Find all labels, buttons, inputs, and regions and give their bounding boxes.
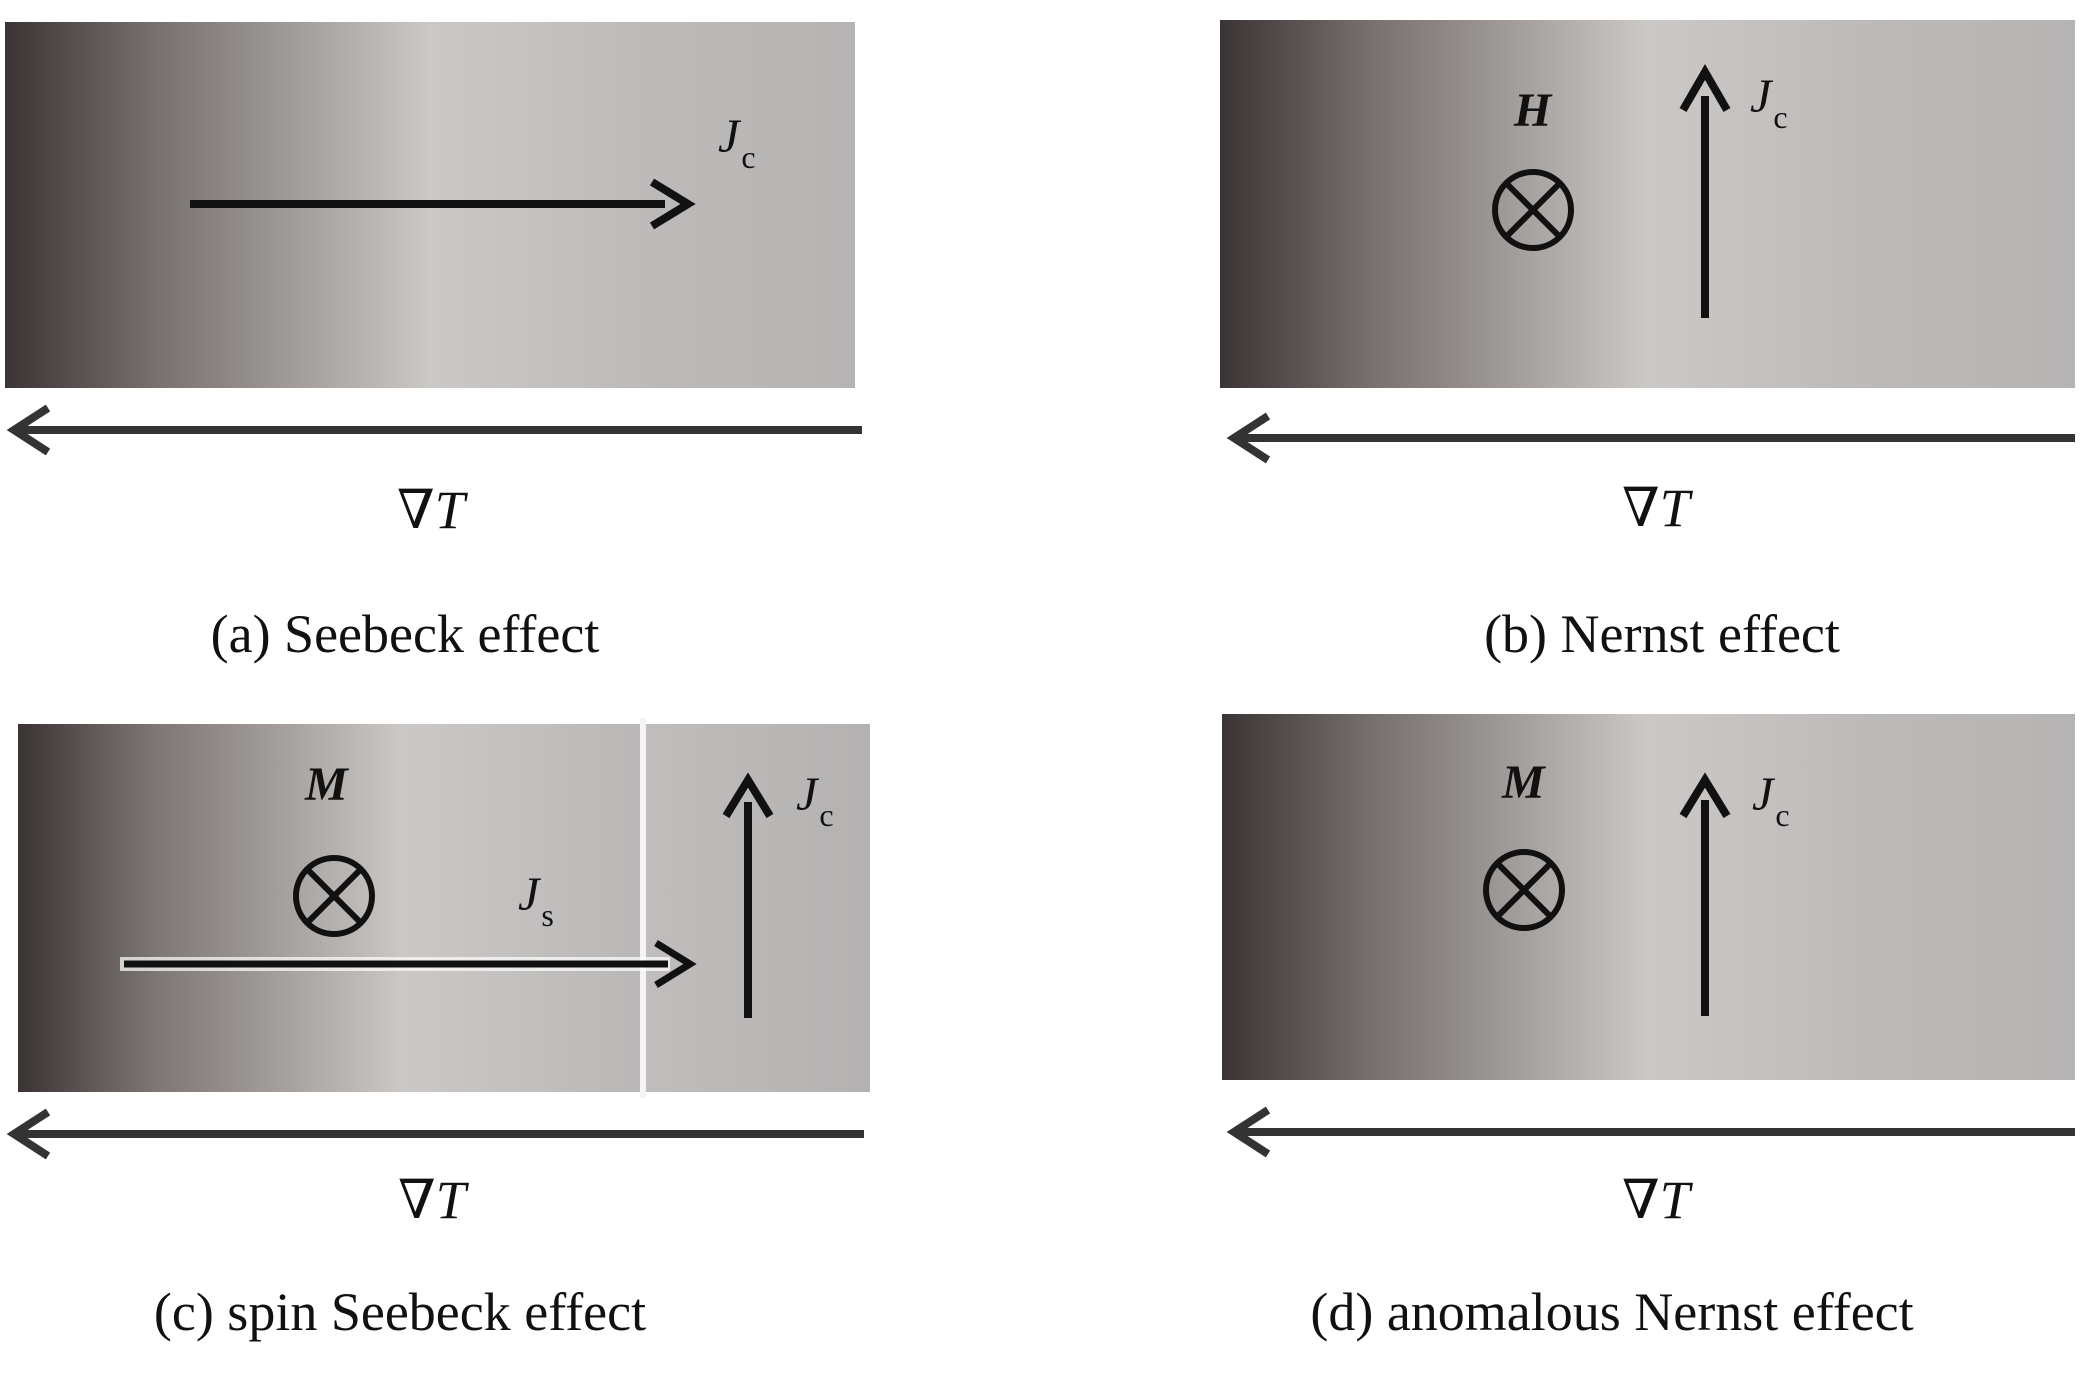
- panel-c-gradient-arrow: [6, 1108, 864, 1160]
- panel-d-caption: (d) anomalous Nernst effect: [1310, 1282, 1913, 1342]
- panel-b-slab: [1220, 20, 2075, 388]
- panel-d: M Jc ∇T (d) anomalous Nernst effect: [1222, 714, 2075, 1342]
- panel-b-caption: (b) Nernst effect: [1484, 604, 1840, 664]
- panel-c: M Js Jc ∇T (c) spin Seebeck effect: [6, 718, 870, 1342]
- circle-cross-icon: [293, 855, 375, 937]
- panel-b-field-label: H: [1513, 84, 1553, 137]
- panel-c-current-arrow: [722, 772, 774, 1018]
- panel-a-gradient-label: ∇T: [397, 480, 469, 540]
- panel-c-spin-current-label: Js: [518, 868, 554, 933]
- panel-d-current-label: Jc: [1752, 768, 1790, 833]
- panel-c-slab-right: [646, 724, 870, 1092]
- panel-a-gradient-arrow: [6, 404, 862, 456]
- panel-a: Jc ∇T (a) Seebeck effect: [5, 22, 862, 664]
- panel-b-current-arrow: [1679, 64, 1731, 318]
- panel-d-field-label: M: [1501, 756, 1547, 809]
- panel-b-gradient-label: ∇T: [1622, 478, 1694, 538]
- panel-b: H Jc ∇T (b) Nernst effect: [1220, 20, 2075, 664]
- panel-c-current-label: Jc: [796, 768, 834, 833]
- circle-cross-icon: [1483, 849, 1565, 931]
- panel-d-slab: [1222, 714, 2075, 1080]
- panel-a-current-label: Jc: [718, 110, 756, 175]
- panel-c-spin-current-arrow: [120, 940, 697, 988]
- panel-a-caption: (a) Seebeck effect: [211, 604, 600, 664]
- panel-d-current-arrow: [1679, 772, 1731, 1016]
- circle-cross-icon: [1492, 169, 1574, 251]
- panel-a-current-arrow: [190, 178, 696, 230]
- panel-c-slab-left: [18, 724, 640, 1092]
- panel-c-gradient-label: ∇T: [398, 1170, 470, 1230]
- panel-d-gradient-arrow: [1226, 1106, 2075, 1158]
- panel-b-current-label: Jc: [1750, 70, 1788, 135]
- panel-b-gradient-arrow: [1226, 412, 2075, 464]
- panel-c-caption: (c) spin Seebeck effect: [154, 1282, 646, 1342]
- panel-c-field-label: M: [304, 758, 350, 811]
- panel-d-gradient-label: ∇T: [1622, 1170, 1694, 1230]
